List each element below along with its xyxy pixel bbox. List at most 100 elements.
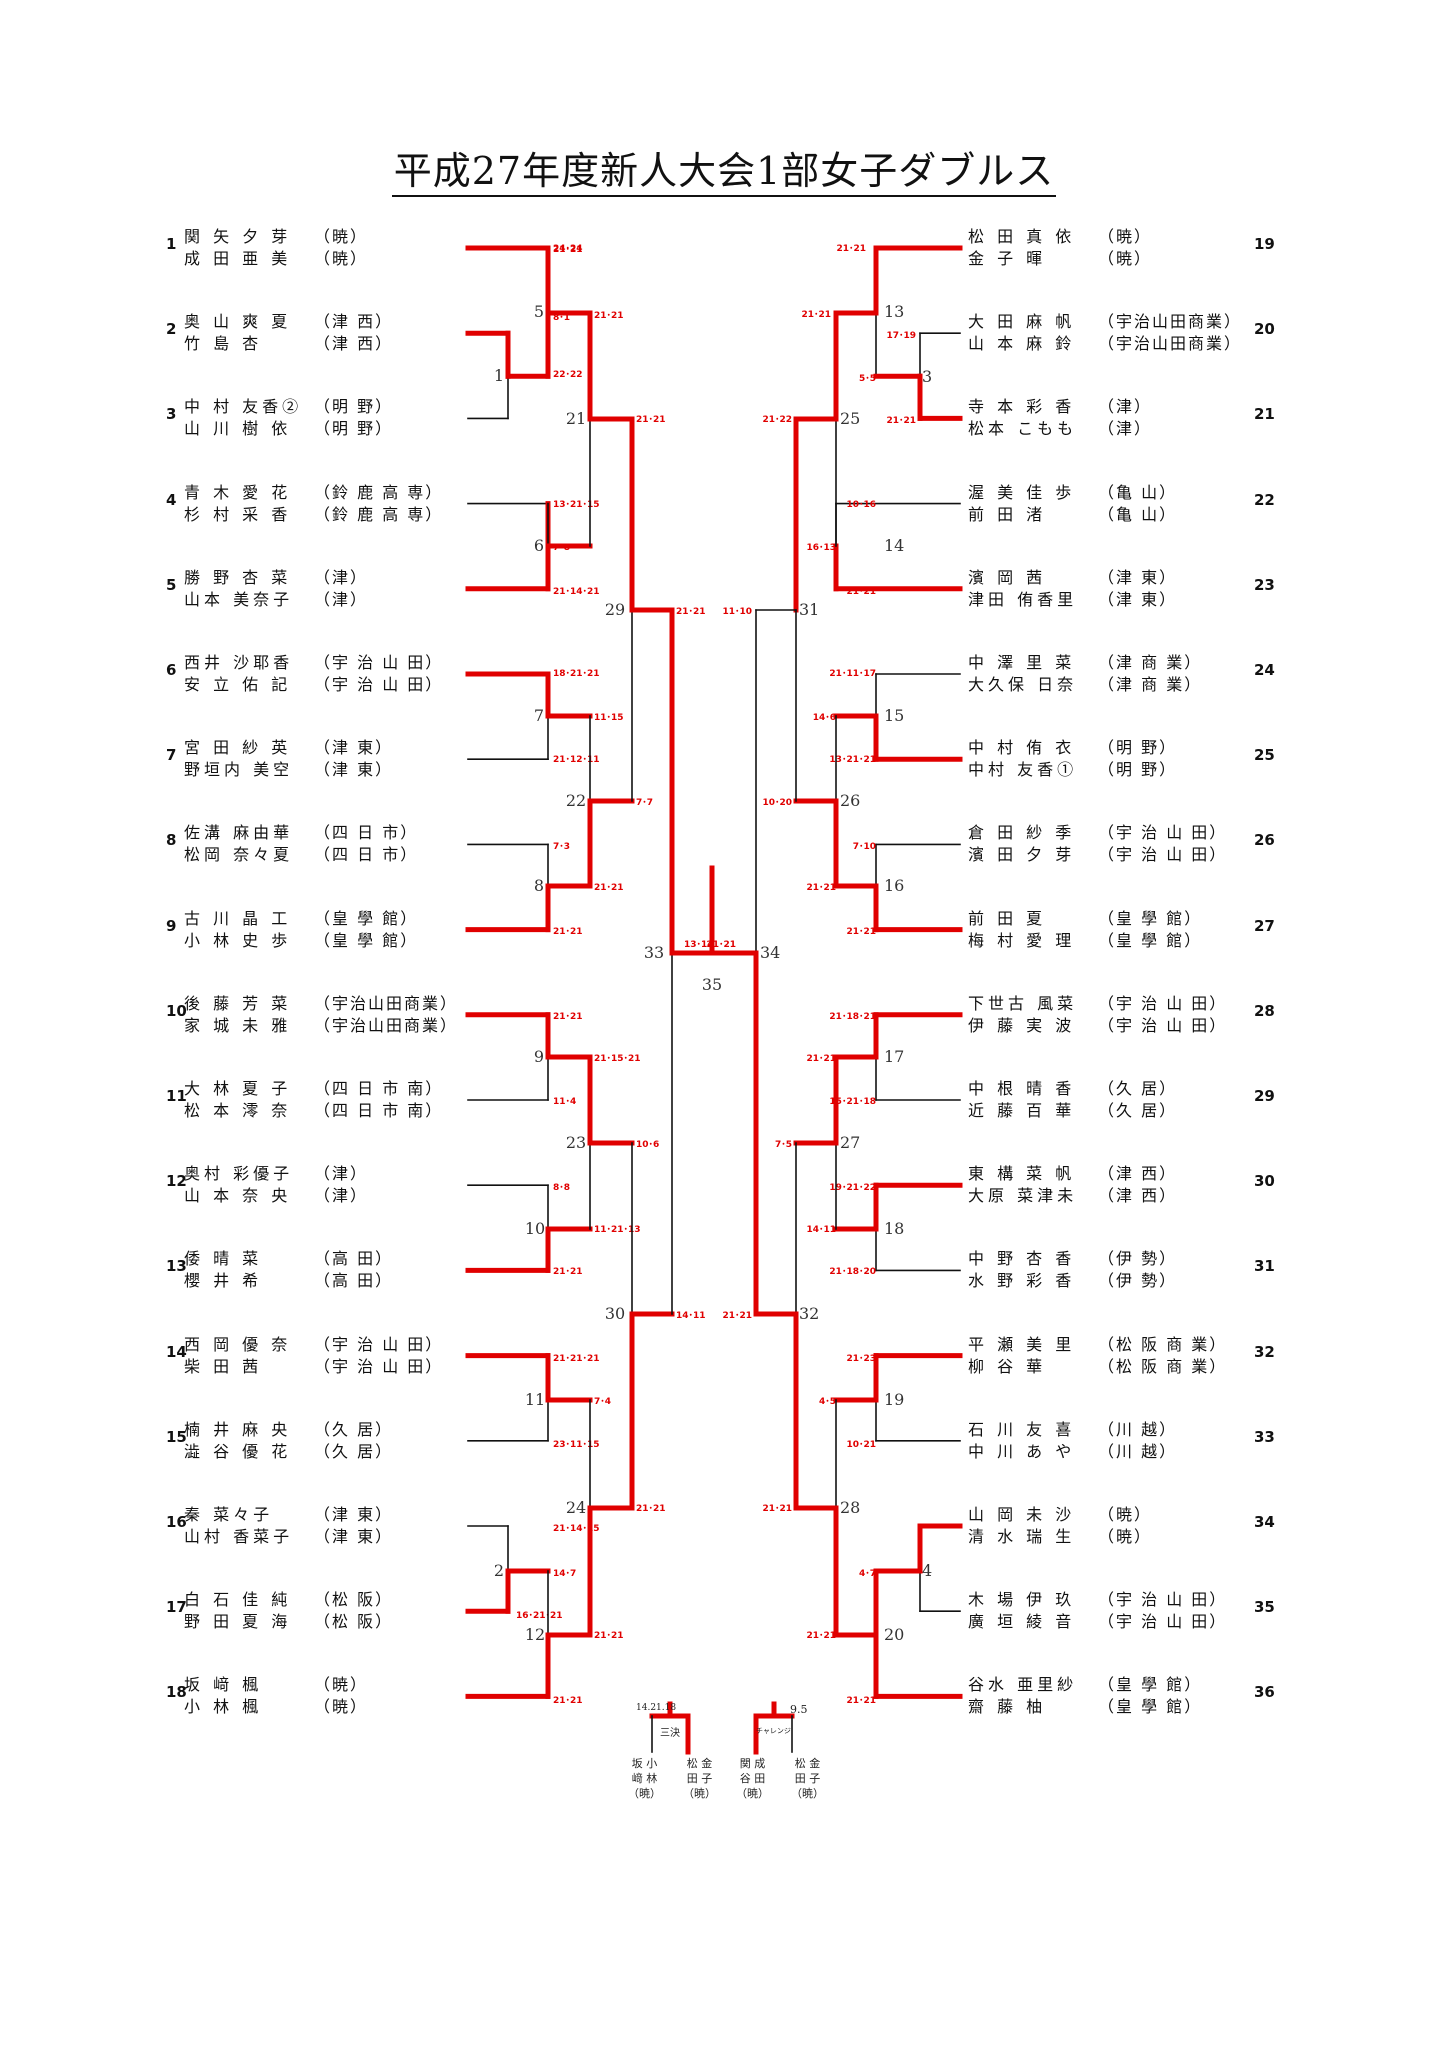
challenge-right: 松 金 田 子 （暁） <box>791 1757 824 1800</box>
player-line-2: 澁 谷 優 花（久 居） <box>184 1438 456 1462</box>
school-2: （久 居） <box>314 1441 394 1461</box>
game-score: 21･21 <box>594 883 624 893</box>
game-score: 13･14 <box>684 940 714 950</box>
seed-number: 34 <box>1254 1513 1275 1531</box>
school-2: （松 阪） <box>314 1612 394 1632</box>
game-score: 21･18･20 <box>829 1267 876 1277</box>
game-score: 18･21･21 <box>553 669 600 679</box>
entry-33: 石 川 友 喜（川 越）中 川 あ や（川 越）33 <box>962 1416 1282 1466</box>
player-line-1: 寺 本 彩 香（津） <box>968 393 1240 417</box>
school-2: （宇 治 山 田） <box>1098 845 1228 865</box>
school-2: （津 西） <box>314 334 394 354</box>
player-line-1: 倉 田 紗 季（宇 治 山 田） <box>968 819 1240 843</box>
school-2: （津） <box>1098 419 1153 439</box>
player-1-name: 奥 山 爽 夏 <box>184 312 292 332</box>
match-number: 30 <box>605 1304 625 1323</box>
seed-number: 33 <box>1254 1427 1275 1446</box>
seed-number: 9 <box>166 916 177 935</box>
game-score: 21･21 <box>553 1267 583 1277</box>
entry-9: 9 古 川 晶 工（皇 學 館）小 林 史 歩 （皇 學 館） <box>160 905 460 955</box>
game-score: 5･5 <box>859 374 876 384</box>
player-line-2: 水 野 彩 香（伊 勢） <box>968 1267 1240 1291</box>
player-1-name: 後 藤 芳 菜 <box>184 993 292 1013</box>
game-score: 7･10 <box>853 842 876 852</box>
third-place-right: 松 金 田 子 （暁） <box>683 1757 716 1800</box>
player-line-2: 野 田 夏 海（松 阪） <box>184 1608 456 1632</box>
player-line-1: 勝 野 杏 菜（津） <box>184 564 456 588</box>
player-2-name: 大原 菜津未 <box>968 1186 1078 1206</box>
school-1: （皇 學 館） <box>314 908 419 928</box>
player-line-1: 楠 井 麻 央（久 居） <box>184 1416 456 1440</box>
seed-number: 19 <box>1254 235 1275 253</box>
game-score: 8･8 <box>553 1183 570 1193</box>
game-score: 21･21 <box>553 245 583 255</box>
game-score: 21･14･15 <box>553 1524 600 1534</box>
player-line-1: 西 岡 優 奈（宇 治 山 田） <box>184 1331 456 1355</box>
player-line-2: 山 川 樹 依（明 野） <box>184 415 456 439</box>
match-number: 23 <box>566 1133 586 1152</box>
seed-number: 15 <box>166 1427 187 1446</box>
school-1: （津 西） <box>314 312 394 332</box>
game-score: 7･4 <box>594 1397 611 1407</box>
school-2: （皇 學 館） <box>314 930 419 950</box>
match-number: 32 <box>799 1304 819 1323</box>
third-place-label: 三決 <box>660 1728 680 1739</box>
seed-number: 6 <box>166 661 177 679</box>
entry-31: 中 野 杏 香（伊 勢）水 野 彩 香（伊 勢）31 <box>962 1245 1282 1295</box>
player-2-name: 杉 村 采 香 <box>184 504 292 524</box>
player-line-1: 中 野 杏 香（伊 勢） <box>968 1245 1240 1269</box>
game-score: 21･21 <box>846 1696 876 1706</box>
player-line-2: 野垣内 美空（津 東） <box>184 756 456 780</box>
game-score: 16･21･21 <box>516 1611 563 1621</box>
player-2-name: 山 本 奈 央 <box>184 1186 292 1206</box>
player-2-name: 梅 村 愛 理 <box>968 930 1076 950</box>
match-number: 21 <box>566 409 586 428</box>
player-line-2: 清 水 瑞 生（暁） <box>968 1523 1240 1547</box>
player-line-2: 櫻 井 希（高 田） <box>184 1267 456 1291</box>
match-number: 2 <box>494 1561 504 1580</box>
player-line-2: 松 本 澪 奈（四 日 市 南） <box>184 1097 456 1121</box>
game-score: 14･11 <box>806 1225 836 1235</box>
player-line-1: 後 藤 芳 菜（宇治山田商業） <box>184 990 456 1014</box>
game-score: 21･21 <box>762 1504 792 1514</box>
game-score: 21･21 <box>553 927 583 937</box>
seed-number: 1 <box>166 235 177 253</box>
player-2-name: 金 子 暉 <box>968 249 1047 268</box>
match-number: 3 <box>922 367 932 386</box>
player-line-1: 古 川 晶 工（皇 學 館） <box>184 905 456 929</box>
player-line-1: 下世古 風菜（宇 治 山 田） <box>968 990 1240 1014</box>
entry-30: 東 構 菜 帆（津 西）大原 菜津未（津 西）30 <box>962 1160 1282 1210</box>
player-2-name: 水 野 彩 香 <box>968 1271 1076 1291</box>
seed-number: 35 <box>1254 1598 1275 1617</box>
game-score: 7･5 <box>775 1140 792 1150</box>
player-1-name: 西井 沙耶香 <box>184 653 294 672</box>
match-number: 28 <box>840 1498 860 1517</box>
player-line-1: 宮 田 紗 英（津 東） <box>184 734 456 758</box>
game-score: 11･15 <box>594 713 624 723</box>
player-2-name: 小 林 史 歩 <box>184 930 292 950</box>
school-2: （鈴 鹿 高 専） <box>314 504 444 524</box>
match-number: 34 <box>760 943 780 962</box>
challenge-score: 9.5 <box>790 1703 808 1716</box>
school-2: （津 商 業） <box>1098 675 1203 694</box>
player-2-name: 伊 藤 実 波 <box>968 1015 1076 1035</box>
school-1: （川 越） <box>1098 1419 1178 1439</box>
player-line-2: 小 林 楓（暁） <box>184 1693 456 1717</box>
player-2-name: 柳 谷 華 <box>968 1356 1047 1376</box>
third-place-left: 坂 小 﨑 林 （暁） <box>628 1757 661 1800</box>
player-line-2: 柴 田 茜（宇 治 山 田） <box>184 1353 456 1377</box>
player-line-2: 山本 美奈子（津） <box>184 586 456 610</box>
player-2-name: 櫻 井 希 <box>184 1271 263 1291</box>
entry-29: 中 根 晴 香（久 居）近 藤 百 華（久 居）29 <box>962 1075 1282 1125</box>
player-line-2: 前 田 渚（亀 山） <box>968 501 1240 525</box>
seed-number: 24 <box>1254 661 1275 679</box>
player-1-name: 秦 菜々子 <box>184 1505 274 1524</box>
match-number: 1 <box>494 366 504 385</box>
game-score: 15･21･18 <box>829 1097 876 1107</box>
match-number: 7 <box>534 706 544 725</box>
